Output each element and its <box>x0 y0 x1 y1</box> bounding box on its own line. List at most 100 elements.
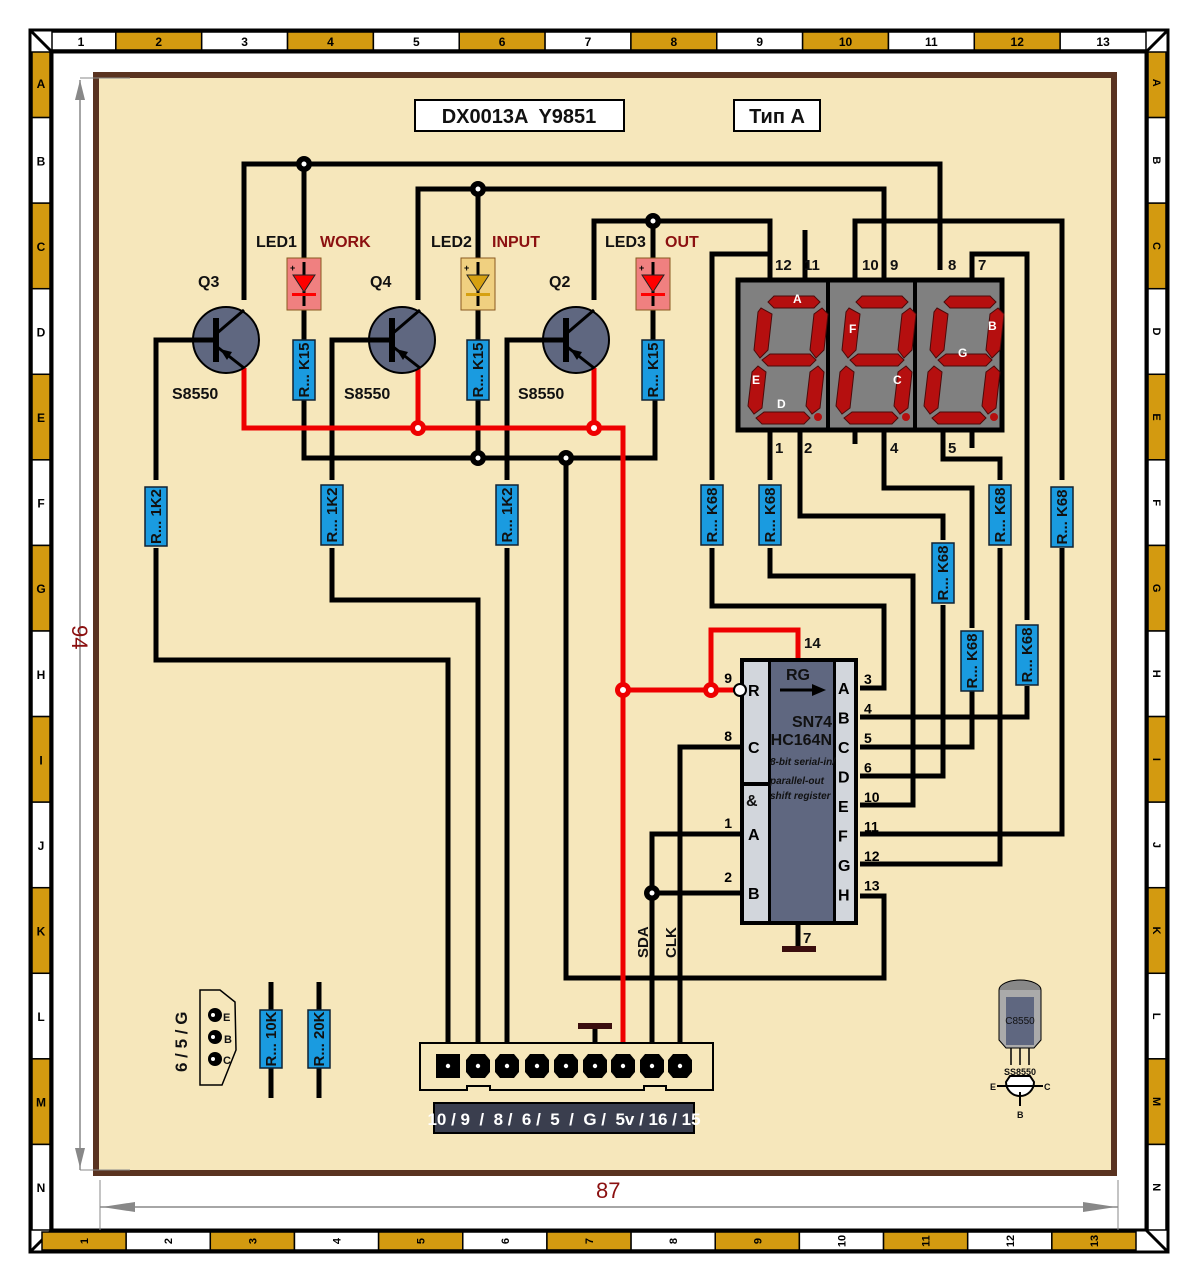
frame-right-row-label: K <box>1150 927 1162 935</box>
svg-text:R... 1K2: R... 1K2 <box>499 487 516 542</box>
clk-label: CLK <box>663 927 680 958</box>
frame-top-col-label: 12 <box>1011 35 1025 49</box>
svg-text:R... K68: R... K68 <box>1054 489 1071 544</box>
type-text: Тип А <box>749 106 805 128</box>
resistor-segment-5: R... K68 <box>988 484 1012 546</box>
leds: +++ <box>286 257 671 311</box>
display-pin-12: 12 <box>775 257 792 274</box>
frame-right-row-N <box>1147 1143 1167 1231</box>
segment-label-f: F <box>849 322 856 336</box>
frame-left-row-label: B <box>37 154 46 168</box>
frame-left-row-label: F <box>37 497 44 511</box>
segment-label-c: C <box>893 373 902 387</box>
height-value: 94 <box>67 625 92 649</box>
package-pin-b: B <box>1017 1110 1024 1120</box>
display-pin-5: 5 <box>948 440 956 457</box>
frame-right-row-label: M <box>1150 1097 1162 1106</box>
chip-right-pin-a: A <box>838 681 850 698</box>
frame-left-row-label: E <box>37 411 45 425</box>
segment-label-d: D <box>777 397 786 411</box>
chip-right-pin-number: 4 <box>864 701 872 717</box>
frame-top-col-label: 9 <box>756 35 763 49</box>
resistor-segment-1: R... K68 <box>700 484 724 546</box>
frame-right-row-label: C <box>1150 242 1162 250</box>
chip-function: RG <box>786 667 810 684</box>
chip-right-pin-number: 13 <box>864 878 880 894</box>
chip-right-pin-number: 6 <box>864 760 872 776</box>
pinout-pin-b: B <box>224 1034 232 1046</box>
svg-text:+: + <box>639 263 644 273</box>
chip-name-2: HC164N <box>771 732 832 749</box>
pinout-label: 6 / 5 / G <box>172 1012 191 1072</box>
resistor-led1: R... K15 <box>292 339 316 401</box>
frame-right-row-label: F <box>1150 499 1162 506</box>
led3-ref: LED3 <box>605 234 646 251</box>
transistor-q4 <box>366 306 436 374</box>
frame-left-row-label: G <box>36 582 45 596</box>
chip-right-pin-h: H <box>838 888 850 905</box>
segment-label-a: A <box>793 292 802 306</box>
q2-ref: Q2 <box>549 274 570 291</box>
frame-top-col-label: 4 <box>327 35 334 49</box>
frame-bottom-col-label: 9 <box>752 1238 764 1244</box>
frame-right-row-label: N <box>1150 1183 1162 1191</box>
svg-text:R... K68: R... K68 <box>1019 627 1036 682</box>
segment-label-b: B <box>988 319 997 333</box>
svg-text:R... 1K2: R... 1K2 <box>324 487 341 542</box>
chip-left-pin-a: A <box>748 827 760 844</box>
frame-right-row-label: H <box>1150 670 1162 678</box>
frame-top-col-label: 3 <box>241 35 248 49</box>
svg-text:R... 20K: R... 20K <box>311 1011 328 1066</box>
junctions <box>296 156 719 901</box>
frame-top-col-label: 6 <box>499 35 506 49</box>
chip-left-pin-number: 1 <box>724 815 732 831</box>
chip-right-pin-number: 11 <box>864 819 879 835</box>
sda-label: SDA <box>635 926 652 958</box>
svg-text:R... K68: R... K68 <box>704 487 721 542</box>
chip-left-pin-number: 8 <box>724 728 732 744</box>
frame-top-col-13 <box>1059 31 1147 51</box>
resistor-segment-3: R... K68 <box>931 542 955 604</box>
svg-text:R... K15: R... K15 <box>645 342 662 397</box>
package-marking: C8550 <box>1005 1016 1035 1027</box>
chip-name-1: SN74 <box>792 714 832 731</box>
svg-text:R... K68: R... K68 <box>935 545 952 600</box>
pinout-pin-c: C <box>223 1055 231 1067</box>
transistors <box>190 306 610 374</box>
package-pin-c: C <box>1044 1082 1051 1092</box>
frame-top-col-label: 5 <box>413 35 420 49</box>
chip-right-pin-number: 5 <box>864 730 872 746</box>
svg-text:R... K15: R... K15 <box>470 342 487 397</box>
svg-text:+: + <box>464 263 469 273</box>
title-box <box>414 99 625 132</box>
display-pin-11: 11 <box>804 257 820 274</box>
connector-pin-labels: 10 / 9 / 8 / 6 / 5 / G / 5v / 16 / 15 <box>427 1110 700 1129</box>
frame-top-col-label: 10 <box>839 35 853 49</box>
frame-bottom-col-label: 3 <box>247 1238 259 1244</box>
frame-right-row-label: D <box>1150 328 1162 336</box>
transistor-package <box>997 979 1043 1106</box>
resistor-spare-10k: R... 10K <box>259 1009 283 1069</box>
chip-right-pin-b: B <box>838 711 850 728</box>
frame-left-row-label: I <box>39 753 42 767</box>
chip-left-pin-b: B <box>748 886 760 903</box>
display-pin-2: 2 <box>804 440 812 457</box>
chip-right-pin-g: G <box>838 858 850 875</box>
transistor-q3 <box>190 306 260 374</box>
led1-name: WORK <box>320 234 371 251</box>
segment-label-g: G <box>958 346 967 360</box>
resistor-spare-20k: R... 20K <box>307 1009 331 1069</box>
svg-text:R... 1K2: R... 1K2 <box>148 489 165 544</box>
frame-left-row-label: D <box>37 326 46 340</box>
header-connector <box>419 1042 714 1134</box>
frame-bottom-col-label: 13 <box>1089 1235 1101 1247</box>
frame-top-col-label: 8 <box>671 35 678 49</box>
q3-part: S8550 <box>172 386 218 403</box>
chip-left-pin-r: R <box>748 683 760 700</box>
chip-right-pin-number: 3 <box>864 671 872 687</box>
frame-bottom-col-label: 5 <box>416 1238 428 1244</box>
frame-bottom-col-label: 11 <box>921 1235 933 1247</box>
frame-top-col-label: 7 <box>585 35 592 49</box>
